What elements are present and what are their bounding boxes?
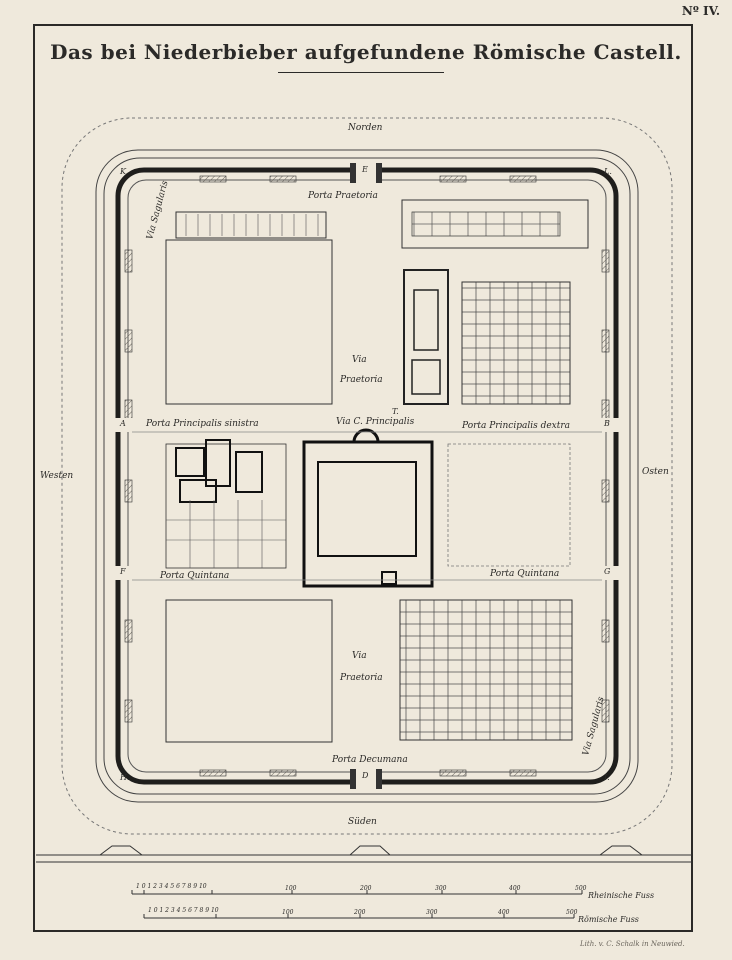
principia-apse <box>352 428 380 443</box>
label-porta-principalis-sinistra: Porta Principalis sinistra <box>145 419 259 429</box>
lithographer-imprint: Lith. v. C. Schalk in Neuwied. <box>580 940 685 948</box>
scale-rheinish-mark-4: 400 <box>508 885 521 892</box>
scale-rheinish-mark-1: 100 <box>285 885 297 892</box>
label-west: Westen <box>40 471 73 481</box>
scale-rheinish-mark-2: 200 <box>359 885 372 892</box>
label-via-praetoria-lower-2: Praetoria <box>339 673 383 683</box>
rampart-outer <box>95 149 639 803</box>
barrack-ne <box>401 199 589 249</box>
label-via-principalis: Via C. Principalis <box>336 417 415 427</box>
map-title: Das bei Niederbieber aufgefundene Römisc… <box>50 40 682 64</box>
gate-letter-e: E <box>361 165 368 174</box>
plate-frame <box>33 24 693 932</box>
gate-letter-f: F <box>119 567 126 576</box>
scale-roman-mark-1: 100 <box>282 909 294 916</box>
label-via-sagularis-se: Via Sagularis <box>581 695 606 756</box>
label-via-praetoria-lower-1: Via <box>352 651 367 661</box>
ruin-complex-w-grid <box>166 500 286 568</box>
label-east: Osten <box>642 467 669 477</box>
corner-se: I. <box>603 773 610 782</box>
scale-rheinish-ticks: 1 0 1 2 3 4 5 6 7 8 9 10 <box>136 883 207 890</box>
field-e <box>447 443 571 567</box>
profile-section <box>36 845 692 863</box>
label-south: Süden <box>348 817 377 827</box>
gate-letter-a: A <box>119 419 126 428</box>
scale-rheinish <box>131 890 583 895</box>
label-via-praetoria-upper-2: Praetoria <box>339 375 383 385</box>
barrack-ne-cells <box>411 211 561 237</box>
scale-roman <box>143 914 575 919</box>
scale-rheinish-mark-3: 300 <box>435 885 447 892</box>
barrack-nw <box>175 211 327 239</box>
wall-towers <box>124 175 610 777</box>
corner-sw: H. <box>119 773 130 782</box>
gates <box>110 160 624 792</box>
scale-rheinish-unit: Rheinische Fuss <box>587 891 654 900</box>
scale-roman-mark-2: 200 <box>353 909 366 916</box>
label-north: Norden <box>347 123 383 133</box>
scale-roman-mark-5: 500 <box>566 909 578 916</box>
rampart-mid <box>103 157 631 795</box>
field-sw <box>165 599 333 743</box>
principia-outer <box>302 440 434 588</box>
gate-letter-g: G <box>604 567 611 576</box>
label-via-sagularis-nw: Via Sagularis <box>145 179 170 240</box>
letter-t: T. <box>392 407 399 416</box>
label-porta-decumana: Porta Decumana <box>331 755 408 765</box>
outer-ditch-line <box>61 117 673 835</box>
scale-roman-mark-3: 300 <box>426 909 438 916</box>
label-porta-quintana-right: Porta Quintana <box>489 569 559 579</box>
barrack-nw-cells <box>185 214 319 236</box>
corner-nw: K. <box>119 167 129 176</box>
gate-towers <box>350 163 382 789</box>
corner-ne: L. <box>603 167 612 176</box>
block-ne <box>461 281 571 405</box>
scale-roman-mark-4: 400 <box>497 909 510 916</box>
scale-roman-unit: Römische Fuss <box>577 915 639 924</box>
gate-letter-d: D <box>361 771 369 780</box>
barracks-se <box>399 599 573 741</box>
roads <box>132 431 602 581</box>
scale-roman-ticks: 1 0 1 2 3 4 5 6 7 8 9 10 <box>148 907 219 914</box>
ruin-complex-w-walls <box>175 439 263 503</box>
scale-rheinish-mark-5: 500 <box>575 885 587 892</box>
principia-courtyard <box>317 461 417 557</box>
title-underline <box>278 72 444 73</box>
label-porta-principalis-dextra: Porta Principalis dextra <box>461 421 570 431</box>
label-porta-quintana-left: Porta Quintana <box>159 571 229 581</box>
gate-letter-b: B <box>603 419 610 428</box>
ruin-complex-w <box>165 443 287 569</box>
label-via-praetoria-upper-1: Via <box>352 355 367 365</box>
officer-building <box>403 269 449 405</box>
plate-number: Nº IV. <box>681 4 720 18</box>
label-porta-praetoria: Porta Praetoria <box>307 191 378 201</box>
field-nw <box>165 239 333 405</box>
